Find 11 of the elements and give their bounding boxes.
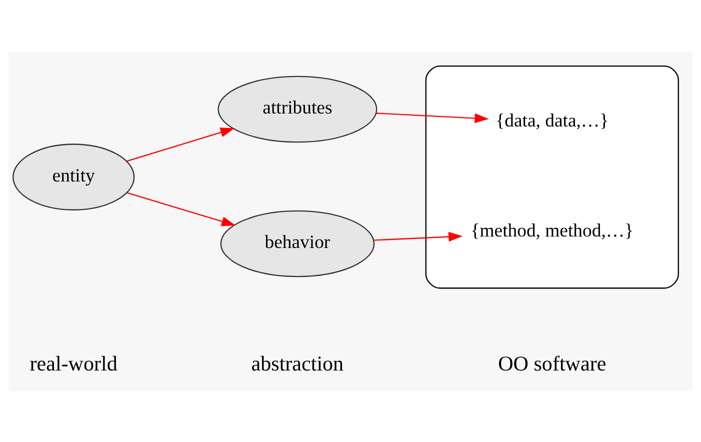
cluster	[425, 64, 679, 288]
arrow	[127, 192, 236, 226]
node-text: {method, method,…}	[470, 220, 634, 241]
arrow	[126, 127, 234, 162]
label: real-world	[30, 350, 118, 375]
label: OO software	[498, 350, 606, 375]
arrow	[374, 231, 463, 242]
node-ellipse: entity	[12, 143, 135, 210]
node-text: {data, data,…}	[496, 110, 609, 132]
arrow	[376, 112, 489, 123]
label: abstraction	[251, 350, 344, 375]
